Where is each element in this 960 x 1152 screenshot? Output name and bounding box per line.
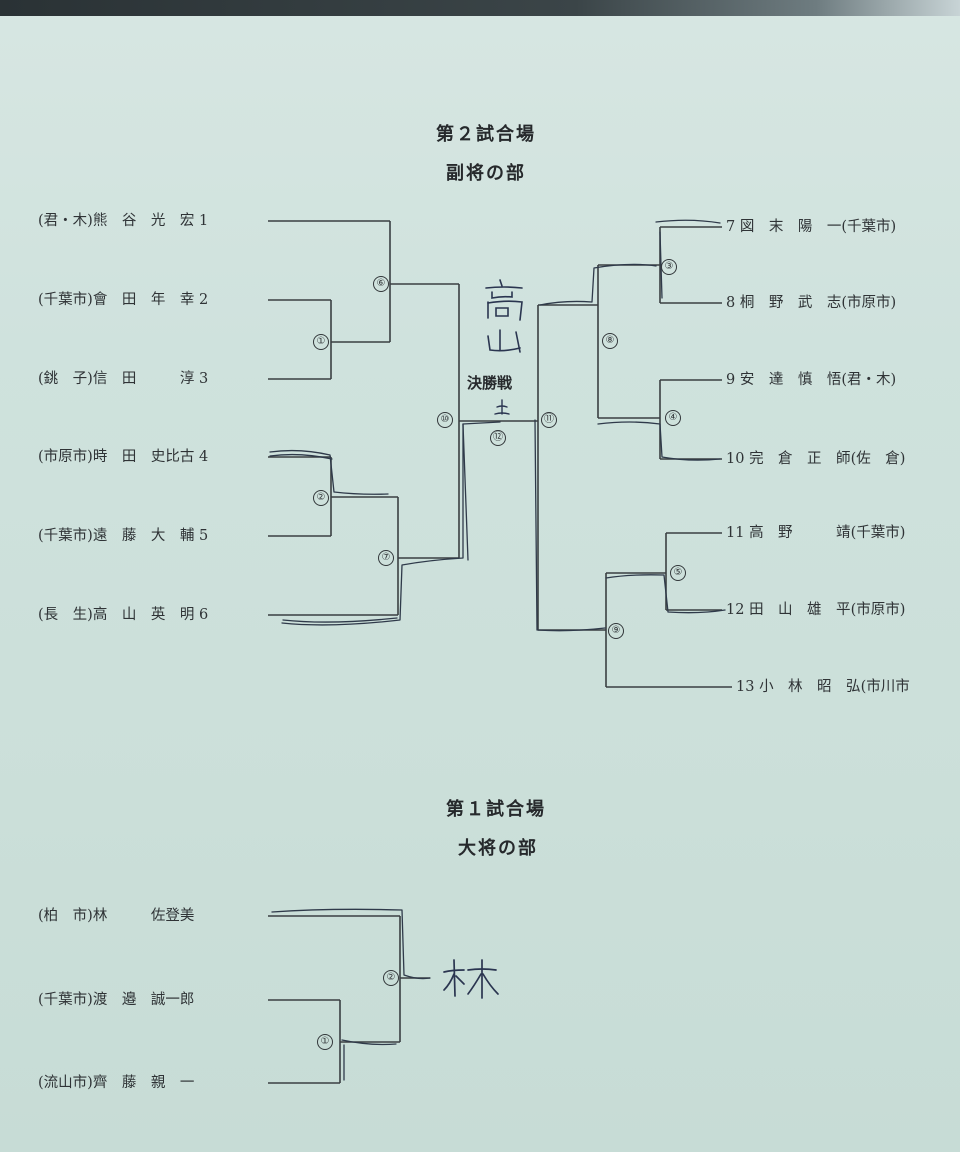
entry-number: 8 — [726, 294, 735, 312]
entry-name: 図 末 陽 一 — [740, 218, 842, 236]
entry-number: 3 — [199, 370, 208, 388]
left-entry: (長 生)高 山 英 明 6 — [38, 606, 208, 624]
right-entry: 7 図 末 陽 一(千葉市) — [726, 218, 896, 236]
entry-number: 5 — [199, 527, 208, 545]
entry-number: 12 — [726, 601, 744, 619]
right-entry: 13 小 林 昭 弘(市川市 — [736, 678, 910, 696]
entry-name: 熊 谷 光 宏 — [93, 212, 195, 230]
entry-affiliation: (市原市) — [38, 448, 93, 466]
entry-name: 完 倉 正 師 — [749, 450, 851, 468]
left-entry: (市原市)時 田 史比古 4 — [38, 448, 208, 466]
right-entry: 9 安 達 慎 悟(君・木) — [726, 371, 896, 389]
entry-number: 2 — [199, 291, 208, 309]
entry-number: 1 — [199, 212, 208, 230]
entry-name: 林 佐登美 — [93, 907, 195, 925]
match-number: ⑪ — [541, 412, 557, 428]
bottom-entry: (流山市)齊 藤 親 一 — [38, 1074, 194, 1092]
entry-name: 遠 藤 大 輔 — [93, 527, 195, 545]
entry-name: 高 山 英 明 — [93, 606, 195, 624]
entry-number: 6 — [199, 606, 208, 624]
handwritten-winner-top — [478, 278, 530, 358]
match-number: ⑨ — [608, 623, 624, 639]
entry-number: 9 — [726, 371, 735, 389]
entry-affiliation: (千葉市) — [38, 291, 93, 309]
entry-number: 10 — [726, 450, 744, 468]
entry-affiliation: (千葉市) — [38, 527, 93, 545]
entry-affiliation: (流山市) — [38, 1074, 93, 1092]
match-number: ⑩ — [437, 412, 453, 428]
match-number: ② — [383, 970, 399, 986]
left-entry: (千葉市)遠 藤 大 輔 5 — [38, 527, 208, 545]
handwritten-winner-bottom — [442, 958, 500, 1002]
match-number: ⑫ — [490, 430, 506, 446]
entry-name: 時 田 史比古 — [93, 448, 195, 466]
match-number: ⑦ — [378, 550, 394, 566]
entry-name: 高 野 靖 — [749, 524, 851, 542]
entry-affiliation: (千葉市) — [38, 991, 93, 1009]
left-entry: (千葉市)會 田 年 幸 2 — [38, 291, 208, 309]
bottom-entry: (柏 市)林 佐登美 — [38, 907, 194, 925]
match-number: ⑥ — [373, 276, 389, 292]
final-match-label: 決勝戦 — [467, 372, 512, 393]
entry-affiliation: (市川市 — [861, 678, 910, 696]
entry-affiliation: (長 生) — [38, 606, 93, 624]
entry-affiliation: (銚 子) — [38, 370, 93, 388]
match-number: ⑤ — [670, 565, 686, 581]
entry-name: 信 田 淳 — [93, 370, 195, 388]
entry-affiliation: (柏 市) — [38, 907, 93, 925]
entry-affiliation: (君・木) — [841, 371, 896, 389]
entry-affiliation: (佐 倉) — [851, 450, 906, 468]
entry-affiliation: (市原市) — [851, 601, 906, 619]
right-entry: 8 桐 野 武 志(市原市) — [726, 294, 896, 312]
match-number: ① — [317, 1034, 333, 1050]
entry-name: 齊 藤 親 一 — [93, 1074, 195, 1092]
entry-number: 7 — [726, 218, 735, 236]
entry-name: 田 山 雄 平 — [749, 601, 851, 619]
left-entry: (銚 子)信 田 淳 3 — [38, 370, 208, 388]
bottom-entry: (千葉市)渡 邉 誠一郎 — [38, 991, 194, 1009]
handwritten-mark — [492, 398, 512, 418]
entry-number: 13 — [736, 678, 754, 696]
entry-number: 11 — [726, 524, 744, 542]
entry-affiliation: (千葉市) — [841, 218, 896, 236]
entry-name: 小 林 昭 弘 — [759, 678, 861, 696]
entry-affiliation: (君・木) — [38, 212, 93, 230]
entry-affiliation: (市原市) — [841, 294, 896, 312]
entry-name: 渡 邉 誠一郎 — [93, 991, 195, 1009]
entry-number: 4 — [199, 448, 208, 466]
left-entry: (君・木)熊 谷 光 宏 1 — [38, 212, 208, 230]
entry-name: 會 田 年 幸 — [93, 291, 195, 309]
entry-name: 安 達 慎 悟 — [740, 371, 842, 389]
right-entry: 10 完 倉 正 師(佐 倉) — [726, 450, 905, 468]
match-number: ③ — [661, 259, 677, 275]
match-number: ① — [313, 334, 329, 350]
match-number: ④ — [665, 410, 681, 426]
entry-name: 桐 野 武 志 — [740, 294, 842, 312]
match-number: ② — [313, 490, 329, 506]
entry-affiliation: (千葉市) — [851, 524, 906, 542]
right-entry: 11 高 野 靖(千葉市) — [726, 524, 905, 542]
match-number: ⑧ — [602, 333, 618, 349]
right-entry: 12 田 山 雄 平(市原市) — [726, 601, 905, 619]
